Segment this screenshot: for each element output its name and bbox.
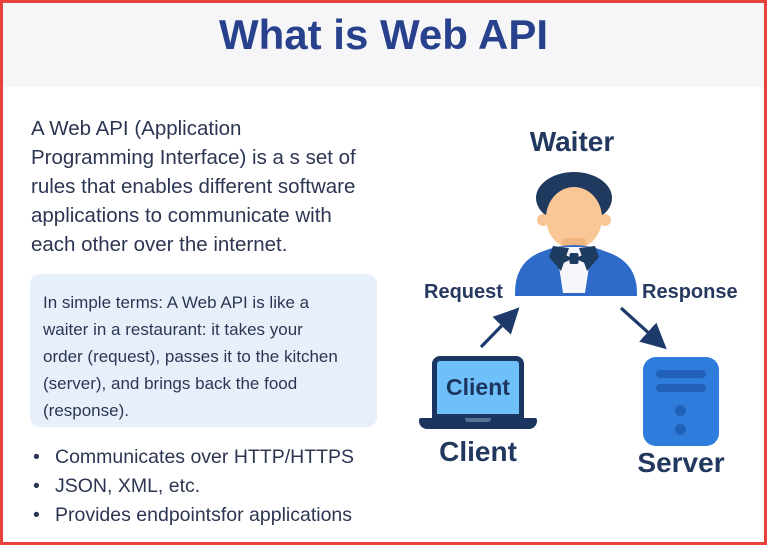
intro-line: each other over the internet. — [31, 233, 288, 256]
intro-line: A Web API (Application — [31, 117, 242, 140]
client-label: Client — [439, 436, 517, 467]
note-line: (server), and brings back the food — [43, 374, 298, 393]
laptop-base — [419, 418, 537, 429]
waiter-icon — [515, 172, 637, 296]
request-response-arrows — [479, 306, 667, 350]
request-label: Request — [424, 281, 503, 303]
server-label: Server — [637, 447, 725, 478]
intro-line: rules that enables different software — [31, 175, 356, 198]
server-icon — [643, 357, 719, 446]
bullet-text: JSON, XML, etc. — [55, 475, 201, 497]
request-arrow-icon — [479, 307, 520, 349]
title-band: What is Web API — [3, 3, 764, 87]
server-bar — [656, 384, 706, 392]
server-dot — [675, 405, 686, 416]
intro-paragraph: A Web API (Application Programming Inter… — [31, 114, 356, 259]
bullet-dot: • — [33, 504, 40, 526]
intro-line: Programming Interface) is a s set of — [31, 146, 356, 169]
bullet-text: Provides endpointsfor applications — [55, 504, 353, 526]
note-line: waiter in a restaurant: it takes your — [43, 320, 303, 339]
response-label: Response — [642, 281, 738, 303]
list-item: • JSON, XML, etc. — [33, 472, 354, 501]
client-laptop-icon: Client — [432, 356, 524, 419]
bullet-text: Communicates over HTTP/HTTPS — [55, 446, 355, 468]
feature-bullet-list: • Communicates over HTTP/HTTPS • JSON, X… — [33, 443, 354, 530]
list-item: • Provides endpointsfor applications — [33, 501, 354, 530]
client-screen-label: Client — [446, 374, 510, 400]
waiter-label: Waiter — [529, 126, 615, 157]
bullet-dot: • — [33, 475, 40, 497]
bullet-dot: • — [33, 446, 40, 468]
list-item: • Communicates over HTTP/HTTPS — [33, 443, 354, 472]
response-arrow-icon — [619, 306, 667, 350]
page-title: What is Web API — [218, 11, 549, 58]
server-bar — [656, 370, 706, 378]
intro-line: applications to communicate with — [31, 204, 332, 227]
server-dot — [675, 424, 686, 435]
simple-terms-note-box: In simple terms: A Web API is like a wai… — [30, 274, 377, 427]
note-line: In simple terms: A Web API is like a — [43, 293, 310, 312]
note-line: order (request), passes it to the kitche… — [43, 347, 338, 366]
note-line: (response). — [43, 401, 129, 420]
laptop-notch — [465, 418, 491, 422]
